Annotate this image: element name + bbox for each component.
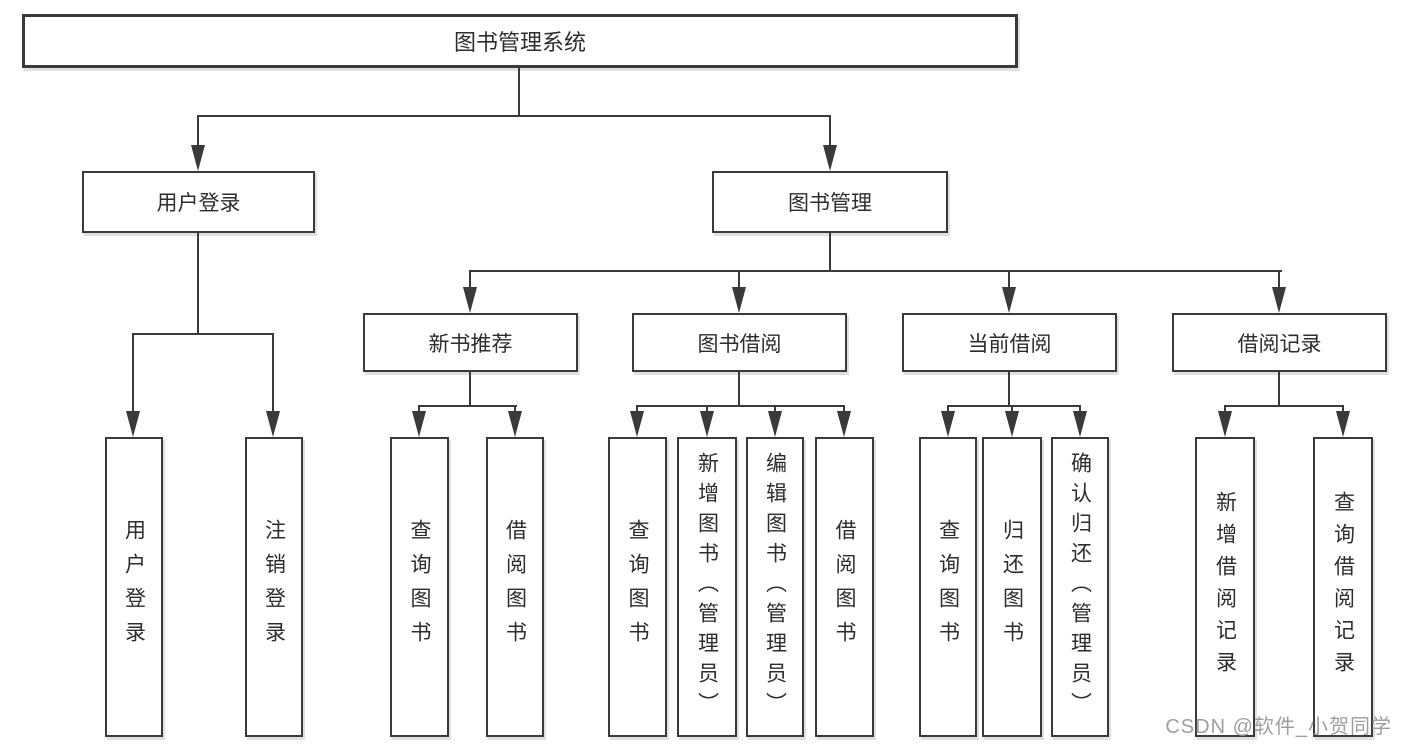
watermark: CSDN @软件_小贺同学 [1165, 716, 1392, 738]
leaf-label: 注销登录 [262, 519, 286, 655]
connector-arrowhead [508, 411, 522, 437]
connector-line [1008, 270, 1010, 288]
leaf-label: 查询图书 [936, 519, 960, 655]
connector-line [518, 66, 520, 117]
leaf-label: 借阅图书 [833, 519, 856, 655]
node-borrowing-records: 借阅记录 [1172, 313, 1387, 372]
leaf-label: 新增借阅记录 [1213, 491, 1237, 683]
leaf-label: 确认归还（管理员） [1068, 452, 1092, 722]
connector-line [829, 231, 831, 272]
connector-line [418, 405, 420, 414]
connector-line [1278, 370, 1280, 407]
connector-arrowhead [1005, 411, 1019, 437]
connector-arrowhead [1002, 287, 1016, 313]
connector-arrowhead [463, 287, 477, 313]
node-current-borrowing: 当前借阅 [902, 313, 1117, 372]
connector-line [1278, 270, 1280, 288]
leaf-bb-search-books: 查询图书 [608, 437, 667, 737]
connector-line [738, 370, 740, 407]
leaf-label: 归还图书 [1000, 519, 1024, 655]
connector-line [774, 405, 776, 414]
connector-line [1008, 370, 1010, 407]
node-label: 图书借阅 [697, 332, 782, 356]
node-book-management: 图书管理 [712, 171, 948, 233]
leaf-label: 编辑图书（管理员） [763, 452, 787, 722]
connector-line [197, 115, 199, 146]
connector-line [132, 333, 274, 335]
leaf-label: 借阅图书 [503, 519, 527, 655]
leaf-label: 新增图书（管理员） [695, 452, 719, 722]
connector-arrowhead [823, 145, 837, 171]
leaf-cb-return-books: 归还图书 [982, 437, 1042, 737]
node-user-login: 用户登录 [82, 171, 315, 233]
leaf-rec-borrow-books: 借阅图书 [486, 437, 544, 737]
connector-line [1342, 405, 1344, 414]
leaf-br-search-record: 查询借阅记录 [1313, 437, 1373, 737]
leaf-rec-search-books: 查询图书 [390, 437, 449, 737]
connector-arrowhead [630, 411, 644, 437]
connector-line [1011, 405, 1013, 414]
connector-arrowhead [126, 411, 140, 437]
connector-line [947, 405, 1081, 407]
connector-line [706, 405, 708, 414]
connector-arrowhead [768, 411, 782, 437]
connector-line [469, 270, 1282, 272]
node-label: 借阅记录 [1237, 332, 1322, 356]
connector-arrowhead [412, 411, 426, 437]
node-book-borrowing: 图书借阅 [632, 313, 847, 372]
leaf-user-login: 用户登录 [105, 437, 163, 737]
leaf-label: 查询借阅记录 [1331, 491, 1355, 683]
connector-arrowhead [266, 411, 280, 437]
connector-line [1079, 405, 1081, 414]
connector-arrowhead [1218, 411, 1232, 437]
node-library-management-system: 图书管理系统 [22, 14, 1018, 68]
leaf-cb-confirm-return-admin: 确认归还（管理员） [1051, 437, 1109, 737]
leaf-cb-search-books: 查询图书 [919, 437, 977, 737]
connector-line [738, 270, 740, 288]
connector-line [132, 333, 134, 412]
connector-arrowhead [700, 411, 714, 437]
connector-line [829, 115, 831, 146]
connector-line [469, 370, 471, 407]
connector-line [272, 333, 274, 412]
connector-line [1224, 405, 1226, 414]
node-label: 图书管理系统 [453, 30, 586, 55]
connector-line [197, 231, 199, 335]
node-label: 图书管理 [788, 192, 872, 215]
leaf-label: 用户登录 [122, 519, 146, 655]
leaf-br-add-record: 新增借阅记录 [1195, 437, 1255, 737]
node-new-book-recommendation: 新书推荐 [363, 313, 578, 372]
leaf-label: 查询图书 [626, 519, 649, 655]
connector-arrowhead [1073, 411, 1087, 437]
connector-line [947, 405, 949, 414]
leaf-label: 查询图书 [408, 519, 431, 655]
node-label: 用户登录 [156, 192, 241, 215]
connector-arrowhead [837, 411, 851, 437]
connector-arrowhead [191, 145, 205, 171]
leaf-bb-add-books-admin: 新增图书（管理员） [677, 437, 737, 737]
connector-line [418, 405, 517, 407]
leaf-logout: 注销登录 [245, 437, 303, 737]
connector-arrowhead [941, 411, 955, 437]
connector-line [636, 405, 638, 414]
connector-arrowhead [1272, 287, 1286, 313]
connector-line [514, 405, 516, 414]
connector-line [636, 405, 845, 407]
node-label: 当前借阅 [967, 332, 1052, 356]
connector-line [1224, 405, 1344, 407]
connector-arrowhead [732, 287, 746, 313]
leaf-bb-borrow-books: 借阅图书 [815, 437, 874, 737]
connector-arrowhead [1336, 411, 1350, 437]
connector-line [197, 115, 831, 117]
connector-line [469, 270, 471, 288]
connector-line [843, 405, 845, 414]
leaf-bb-edit-books-admin: 编辑图书（管理员） [746, 437, 804, 737]
node-label: 新书推荐 [428, 332, 513, 356]
